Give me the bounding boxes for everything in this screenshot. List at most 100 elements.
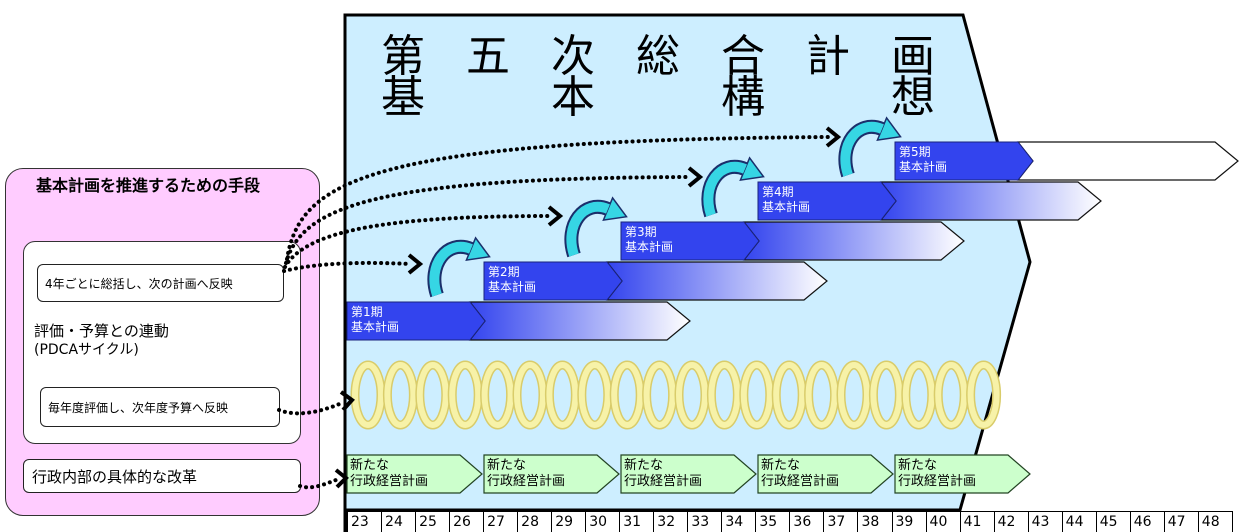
title-char: 合 [721, 31, 765, 82]
coil-spring [350, 360, 1002, 430]
plan-label: 第1期基本計画 [351, 305, 399, 335]
admin-plan-arrow [894, 454, 1031, 494]
year-cell: 43 [1027, 512, 1062, 532]
plan-name: 基本計画 [899, 160, 948, 174]
plan-arrow-tail [879, 181, 1102, 221]
plan-block [483, 261, 623, 301]
admin-plan-line2: 行政経営計画 [898, 474, 977, 489]
year-cell: 27 [483, 512, 517, 532]
plan-period: 第5期 [899, 145, 931, 159]
year-cell: 47 [1163, 512, 1198, 532]
coil-loop-highlight [773, 362, 806, 428]
coil-loop-highlight [708, 362, 741, 428]
plan-arrows [346, 141, 1239, 341]
plan-period: 第1期 [351, 305, 383, 319]
year-cell: 32 [653, 512, 687, 532]
pdca-text: 評価・予算との連動 (PDCAサイクル) [34, 321, 169, 359]
year-cell: 39 [891, 512, 926, 532]
admin-plan-line2: 行政経営計画 [624, 474, 703, 489]
cycle-arrow [566, 202, 610, 257]
subtitle-char: 構 [721, 72, 765, 123]
admin-plan-arrow [620, 454, 757, 494]
dotted-line-to-coil [277, 401, 344, 416]
admin-plan-arrow [483, 454, 620, 494]
admin-plan-label: 新たな行政経営計画 [350, 458, 428, 490]
coil-loop-highlight [481, 362, 514, 428]
admin-plan-line2: 行政経営計画 [350, 474, 429, 489]
admin-plan-label: 新たな行政経営計画 [487, 458, 565, 490]
evaluation-group: 4年ごとに総括し、次の計画へ反映 評価・予算との連動 (PDCAサイクル) 毎年… [23, 241, 301, 444]
cycle-arrow [840, 122, 884, 177]
coil-loop-highlight [935, 362, 968, 428]
title-char: 次 [551, 31, 595, 82]
plan-period: 第4期 [762, 185, 794, 199]
coil-loop-highlight [546, 362, 579, 428]
plan-block [346, 301, 486, 341]
coil-loop-highlight [838, 362, 870, 428]
year-cell: 33 [687, 512, 721, 532]
coil-loop-highlight [870, 362, 903, 428]
year-cell: 24 [381, 512, 415, 532]
admin-plan-line2: 行政経営計画 [761, 474, 840, 489]
coil-loop-highlight [578, 362, 611, 428]
year-cell: 44 [1061, 512, 1096, 532]
admin-plan-line2: 行政経営計画 [487, 474, 566, 489]
arrowhead-icon [407, 253, 424, 275]
year-cell: 36 [789, 512, 823, 532]
admin-plan-label: 新たな行政経営計画 [761, 458, 839, 490]
plan-name: 基本計画 [351, 320, 400, 334]
coil-loop-highlight [902, 362, 935, 428]
year-cell: 38 [857, 512, 891, 532]
arrowhead-icon [547, 205, 564, 227]
dotted-line-to-plan3 [283, 214, 552, 269]
year-cell: 25 [415, 512, 449, 532]
coil-loop-highlight [514, 362, 546, 428]
admin-plan-line1: 新たな [487, 458, 527, 473]
annual-box-label: 毎年度評価し、次年度予算へ反映 [48, 400, 229, 415]
admin-plan-line1: 新たな [761, 458, 801, 473]
dotted-line-to-plan5 [285, 135, 830, 261]
dotted-line-to-plan2 [282, 260, 412, 273]
plan-period: 第3期 [625, 225, 657, 239]
pdca-line2: (PDCAサイクル) [34, 342, 139, 358]
admin-plan-line1: 新たな [898, 458, 938, 473]
annual-box: 毎年度評価し、次年度予算へ反映 [40, 387, 280, 427]
plan-period: 第2期 [488, 265, 520, 279]
dotted-line-to-admin [298, 478, 338, 490]
means-panel: 基本計画を推進するための手段 4年ごとに総括し、次の計画へ反映 評価・予算との連… [5, 168, 320, 516]
year-cell: 41 [959, 512, 994, 532]
coil-loop-highlight [805, 362, 838, 428]
year-cell: 45 [1095, 512, 1130, 532]
plan-label: 第3期基本計画 [625, 225, 673, 255]
review-box: 4年ごとに総括し、次の計画へ反映 [37, 264, 284, 302]
subtitle-char: 基 [381, 72, 425, 123]
coil-loop-highlight [449, 362, 482, 428]
year-cell: 28 [517, 512, 551, 532]
plan-label: 第2期基本計画 [488, 265, 536, 295]
reform-box-label: 行政内部の具体的な改革 [32, 467, 198, 486]
plan-arrow-tail [468, 301, 691, 341]
year-cell: 34 [721, 512, 755, 532]
year-cell: 31 [619, 512, 653, 532]
subtitle-char: 本 [551, 72, 595, 123]
admin-arrows [346, 454, 1031, 494]
review-box-label: 4年ごとに総括し、次の計画へ反映 [45, 276, 233, 291]
year-cell: 35 [755, 512, 789, 532]
coil-loop-highlight [643, 362, 676, 428]
admin-plan-arrow [346, 454, 483, 494]
year-cell: 26 [449, 512, 483, 532]
coil-loop-highlight [352, 362, 384, 428]
title-char: 五 [466, 31, 510, 82]
admin-plan-line1: 新たな [350, 458, 390, 473]
title-char: 計 [806, 31, 850, 82]
cycle-arrows [427, 116, 902, 298]
coil-loop-highlight [416, 362, 449, 428]
admin-plan-label: 新たな行政経営計画 [898, 458, 976, 490]
dotted-connectors [277, 126, 842, 490]
arrowhead-icon [687, 166, 704, 188]
year-cell: 48 [1197, 512, 1232, 532]
year-cell: 37 [823, 512, 857, 532]
year-cell: 23 [345, 512, 381, 532]
